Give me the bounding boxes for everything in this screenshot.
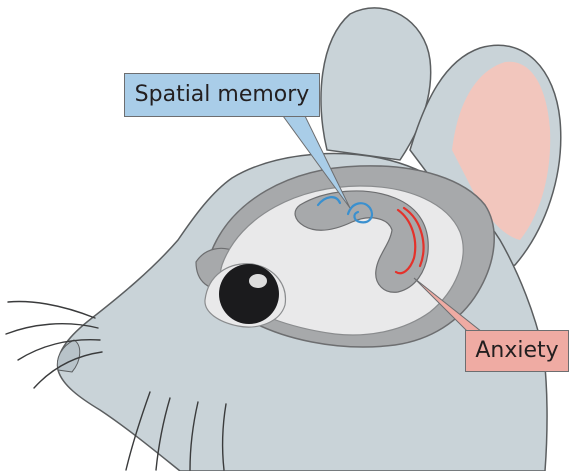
anxiety-label: Anxiety: [465, 330, 569, 372]
eye-highlight: [249, 274, 267, 288]
spatial-memory-label: Spatial memory: [124, 73, 320, 117]
eye-icon: [219, 264, 279, 324]
